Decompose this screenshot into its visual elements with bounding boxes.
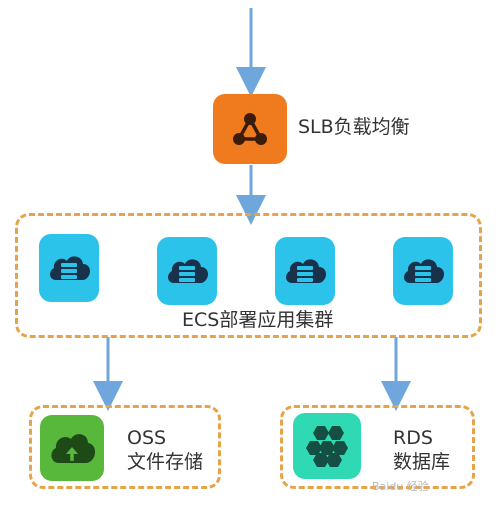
- rds-box: [280, 405, 475, 489]
- cloud-server-icon: [286, 259, 327, 283]
- watermark-logo: Baidu 经验: [372, 480, 429, 493]
- ecs-server-3: [275, 237, 335, 305]
- cloud-server-icon: [50, 256, 91, 280]
- slb-label: SLB负载均衡: [298, 116, 410, 138]
- rds-label-2: 数据库: [393, 451, 451, 473]
- cloud-server-icon: [168, 259, 209, 283]
- hexagon-cluster-icon: [306, 426, 348, 467]
- oss-node: [40, 415, 104, 481]
- rds-label-1: RDS: [393, 427, 433, 449]
- ecs-label: ECS部署应用集群: [182, 309, 334, 331]
- rds-node: [293, 413, 361, 479]
- ecs-server-2: [157, 237, 217, 305]
- oss-label-1: OSS: [127, 427, 167, 449]
- cloud-upload-icon: [51, 434, 96, 463]
- cloud-server-icon: [404, 259, 445, 283]
- ecs-server-1: [39, 234, 99, 302]
- ecs-server-4: [393, 237, 453, 305]
- slb-node: [213, 94, 287, 164]
- oss-label-2: 文件存储: [127, 451, 204, 473]
- oss-box: [29, 405, 221, 489]
- ecs-cluster-box: [15, 213, 482, 338]
- network-nodes-icon: [233, 113, 267, 145]
